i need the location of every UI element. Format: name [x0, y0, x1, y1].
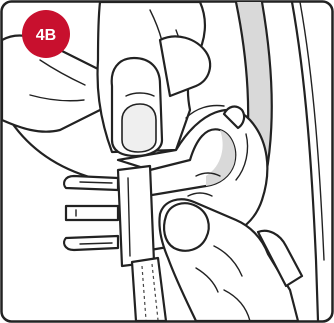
step-badge-label: 4B — [36, 27, 56, 44]
step-badge: 4B — [22, 10, 70, 58]
